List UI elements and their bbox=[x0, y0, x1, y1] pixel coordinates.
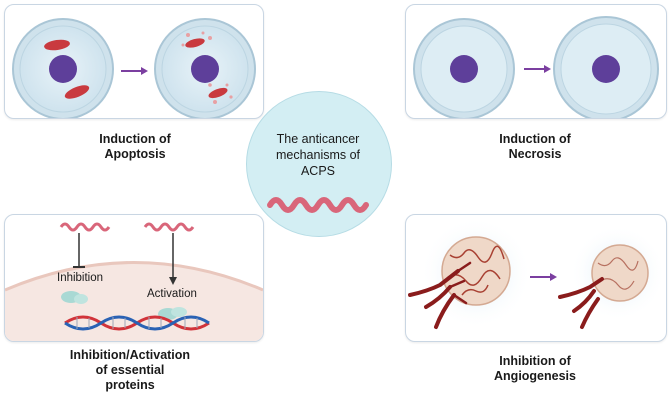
inhibition-arrow bbox=[73, 233, 85, 268]
peptide-icon bbox=[143, 222, 195, 232]
nucleus bbox=[450, 55, 478, 83]
proteins-illustration bbox=[5, 222, 263, 341]
mitochondrion bbox=[64, 85, 90, 99]
proteins-caption: Inhibition/Activation of essential prote… bbox=[40, 348, 220, 393]
angiogenesis-caption: Inhibition of Angiogenesis bbox=[460, 354, 610, 384]
activation-label: Activation bbox=[147, 288, 197, 300]
apoptotic-cell bbox=[154, 18, 256, 118]
arrow bbox=[524, 65, 551, 73]
peptide-icon bbox=[59, 222, 111, 232]
center-title-line: mechanisms of bbox=[275, 148, 361, 162]
nucleus bbox=[49, 55, 77, 83]
center-title: The anticancer mechanisms of ACPS bbox=[262, 131, 374, 179]
caption-line: Angiogenesis bbox=[494, 369, 576, 383]
peptide-icon bbox=[267, 197, 369, 213]
angiogenesis-illustration bbox=[408, 217, 666, 329]
nucleus bbox=[191, 55, 219, 83]
caption-line: Induction of bbox=[499, 132, 571, 146]
dna-helix-icon bbox=[64, 315, 210, 331]
necrosis-caption: Induction of Necrosis bbox=[460, 132, 610, 162]
caption-line: of essential bbox=[95, 363, 165, 377]
inhibition-label: Inhibition bbox=[57, 272, 104, 284]
reduced-tumor bbox=[558, 225, 666, 329]
center-circle bbox=[246, 91, 392, 237]
cell-membrane bbox=[5, 262, 263, 341]
necrosis-panel bbox=[405, 4, 667, 119]
apoptosis-panel bbox=[4, 4, 264, 119]
caption-line: Apoptosis bbox=[104, 147, 166, 161]
healthy-cell bbox=[12, 18, 114, 118]
caption-line: Inhibition of bbox=[499, 354, 571, 368]
caption-line: Induction of bbox=[99, 132, 171, 146]
caption-line: proteins bbox=[105, 378, 155, 392]
necrotic-cell bbox=[553, 16, 659, 118]
nucleus bbox=[592, 55, 620, 83]
necrosis-illustration bbox=[413, 16, 659, 118]
center-title-line: ACPS bbox=[300, 164, 336, 178]
center-title-line: The anticancer bbox=[276, 132, 360, 146]
activation-arrow bbox=[169, 233, 177, 285]
arrow bbox=[530, 273, 557, 281]
apoptosis-illustration bbox=[12, 18, 256, 118]
vascularized-tumor bbox=[408, 217, 532, 329]
caption-line: Necrosis bbox=[508, 147, 562, 161]
proteins-panel: Inhibition Activation bbox=[4, 214, 264, 342]
caption-line: Inhibition/Activation bbox=[69, 348, 191, 362]
normal-cell bbox=[413, 18, 515, 118]
arrow bbox=[121, 67, 148, 75]
mitochondrion bbox=[44, 39, 70, 51]
apoptosis-caption: Induction of Apoptosis bbox=[60, 132, 210, 162]
angiogenesis-panel bbox=[405, 214, 667, 342]
